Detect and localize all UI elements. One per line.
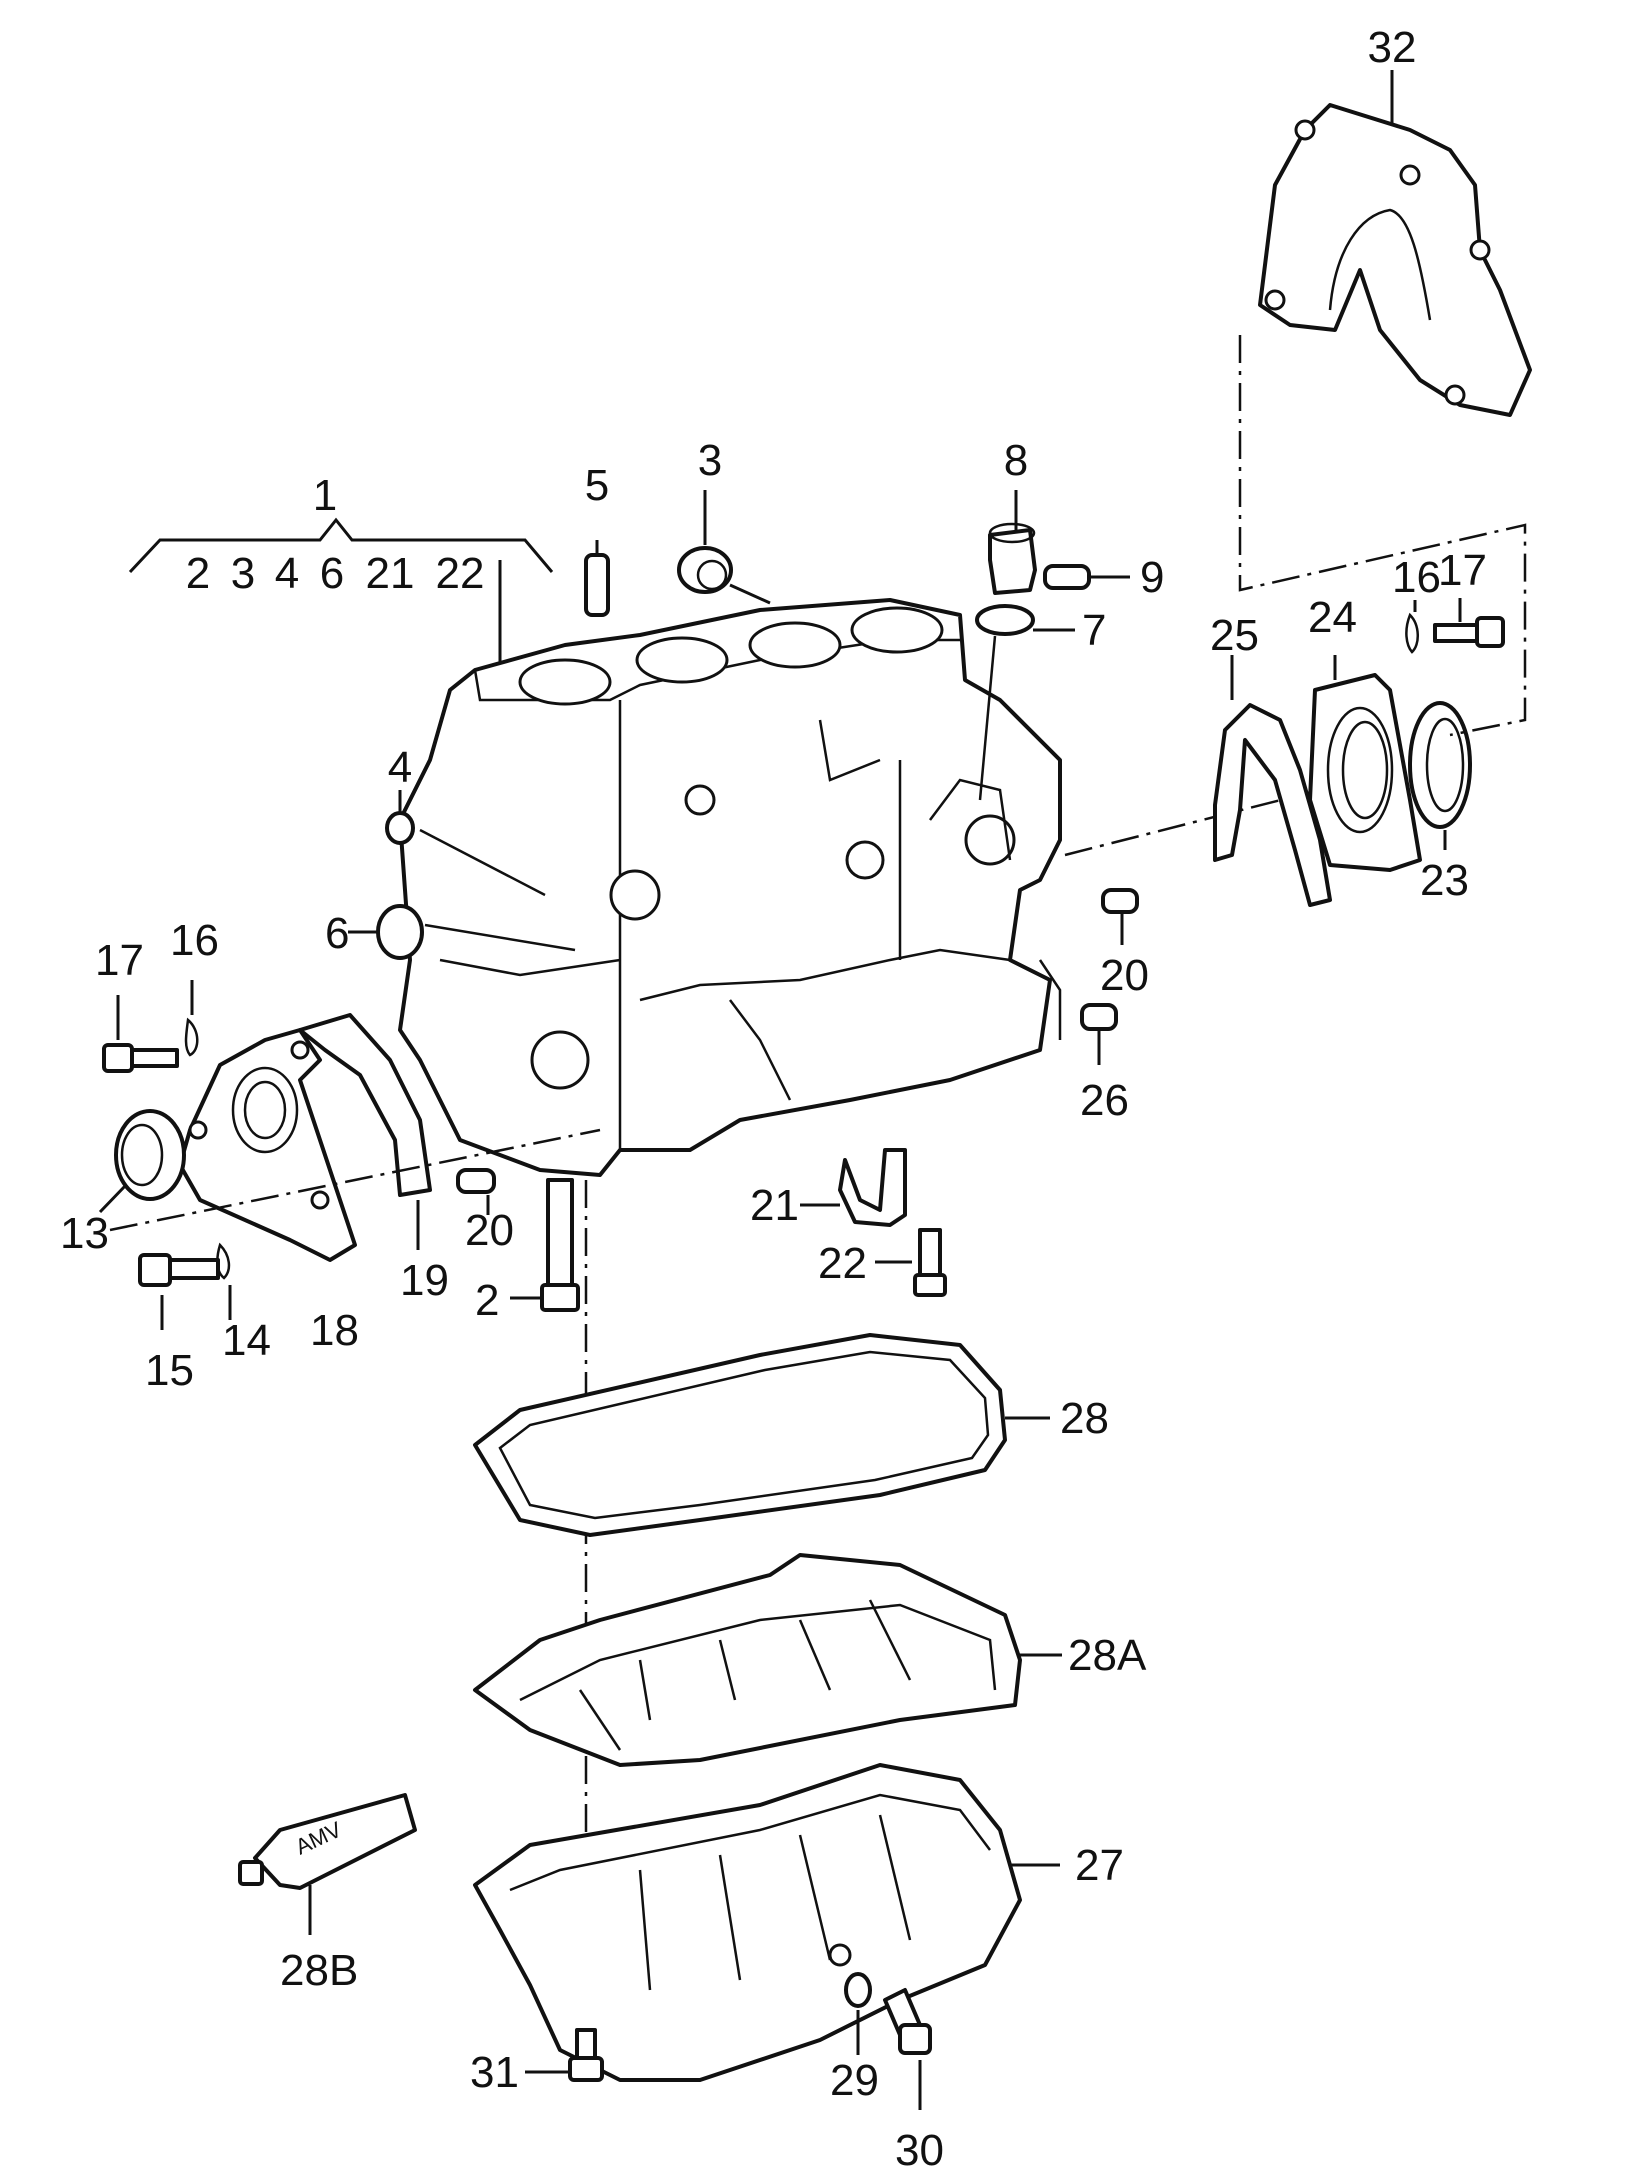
part-21-oil-pipe [800, 1148, 907, 1227]
axis-rear [1064, 788, 1321, 857]
group-item-6: 6 [320, 549, 344, 598]
callout-4: 4 [388, 743, 412, 792]
callout-1: 1 [313, 471, 337, 520]
callout-28a: 28A [1068, 1631, 1147, 1680]
part-20-dowel-left [456, 1168, 496, 1215]
callout-24: 24 [1308, 593, 1357, 642]
group-item-22: 22 [436, 549, 485, 598]
part-16-washer-right [1405, 600, 1419, 654]
part-26-dowel [1080, 1003, 1118, 1065]
callout-15: 15 [145, 1346, 194, 1395]
callout-21: 21 [750, 1181, 799, 1230]
callout-9: 9 [1140, 553, 1164, 602]
callout-17-left: 17 [95, 936, 144, 985]
callout-2: 2 [475, 1276, 499, 1325]
callout-31: 31 [470, 2048, 519, 2097]
part-15-bolt [138, 1253, 220, 1330]
bracket-32 [1238, 335, 1527, 737]
part-6-plug [348, 904, 576, 960]
part-9-plug [1043, 564, 1130, 590]
callout-28: 28 [1060, 1394, 1109, 1443]
part-30-drain-bolt [883, 1988, 932, 2110]
callout-30: 30 [895, 2126, 944, 2175]
callout-19: 19 [400, 1256, 449, 1305]
group-item-2: 2 [186, 549, 210, 598]
cylinder-block [398, 598, 1062, 1177]
part-17-bolt-right [1433, 598, 1505, 648]
part-5-sleeve [584, 540, 610, 617]
part-22-bolt [875, 1228, 947, 1297]
callout-20-right: 20 [1100, 951, 1149, 1000]
part-3-bush [677, 490, 771, 605]
part-4-plug [385, 790, 546, 897]
group-item-4: 4 [275, 549, 299, 598]
part-25-gasket [1213, 655, 1332, 907]
callout-16-left: 16 [170, 916, 219, 965]
callout-29: 29 [830, 2056, 879, 2105]
part-20-dowel-right [1101, 888, 1139, 945]
callout-6: 6 [325, 909, 349, 958]
part-23-seal [1408, 701, 1472, 850]
callout-3: 3 [698, 436, 722, 485]
callout-22: 22 [818, 1239, 867, 1288]
group-bracket [128, 517, 554, 665]
callout-27: 27 [1075, 1841, 1124, 1890]
callout-17-right: 17 [1438, 546, 1487, 595]
callout-8: 8 [1004, 436, 1028, 485]
part-28-gasket [473, 1333, 1050, 1537]
callout-20-left: 20 [465, 1206, 514, 1255]
callout-7: 7 [1082, 606, 1106, 655]
axis-front [109, 1128, 601, 1232]
callout-23: 23 [1420, 856, 1469, 905]
part-14-washer [216, 1242, 232, 1320]
callout-28b: 28B [280, 1946, 358, 1995]
callout-5: 5 [585, 461, 609, 510]
callout-18: 18 [310, 1306, 359, 1355]
part-7-oring [975, 604, 1075, 801]
part-28b-sealant-tube: AMV [238, 1793, 417, 1935]
part-32-cover [1258, 70, 1532, 417]
callout-26: 26 [1080, 1076, 1129, 1125]
part-31-bolt [525, 2028, 604, 2082]
part-29-washer [844, 1972, 872, 2055]
callout-25: 25 [1210, 611, 1259, 660]
callout-32: 32 [1368, 23, 1417, 72]
part-19-gasket [298, 1013, 432, 1250]
callout-13: 13 [60, 1209, 109, 1258]
part-16-washer-left [184, 980, 199, 1057]
part-28a-baffle [473, 1553, 1062, 1767]
part-8-flange [988, 490, 1037, 595]
callout-16-right: 16 [1392, 553, 1441, 602]
part-24-flange [1308, 655, 1422, 872]
part-2-bolt [510, 1178, 580, 1312]
callout-14: 14 [222, 1316, 271, 1365]
group-item-21: 21 [366, 549, 415, 598]
part-17-bolt-left [102, 995, 179, 1073]
group-item-3: 3 [231, 549, 255, 598]
part-18-seal-flange [178, 1028, 357, 1262]
part-27-oil-pan [473, 1763, 1060, 2082]
part-13-seal [98, 1109, 186, 1214]
